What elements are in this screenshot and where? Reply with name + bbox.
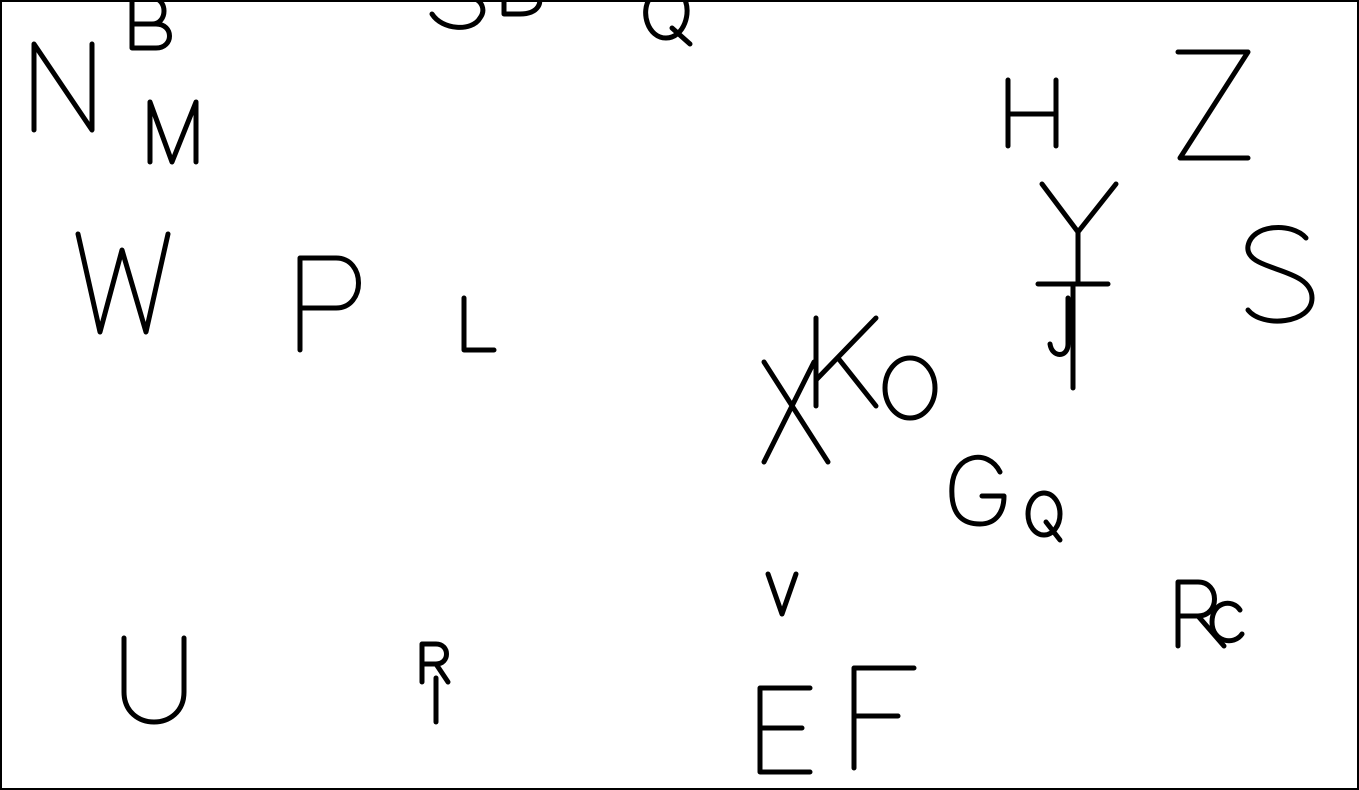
glyph-j — [1047, 295, 1071, 357]
glyph-y — [1039, 181, 1119, 287]
glyph-h — [1005, 77, 1059, 149]
glyph-r-right — [1175, 579, 1227, 649]
glyph-v — [765, 571, 799, 617]
glyph-o — [882, 355, 938, 421]
glyph-w — [75, 231, 171, 335]
glyph-q-top — [643, 2, 693, 47]
glyph-r-small — [419, 641, 451, 685]
glyph-l — [461, 295, 497, 353]
glyph-u — [121, 635, 187, 725]
glyph-x — [761, 359, 831, 465]
glyph-p — [297, 255, 361, 353]
glyph-z — [1175, 49, 1251, 161]
glyph-t — [1035, 281, 1111, 391]
glyph-e — [757, 685, 813, 775]
glyph-q-mid — [1025, 490, 1063, 543]
glyph-s-top — [429, 2, 486, 30]
glyph-b — [129, 2, 172, 51]
glyph-s-right — [1245, 225, 1315, 324]
glyph-c — [1209, 600, 1245, 644]
glyph-d-top — [501, 2, 543, 17]
glyph-n — [31, 41, 95, 133]
glyph-m — [147, 99, 199, 165]
glyph-g — [949, 454, 1007, 527]
glyph-k — [813, 315, 879, 409]
glyph-f — [851, 665, 917, 771]
